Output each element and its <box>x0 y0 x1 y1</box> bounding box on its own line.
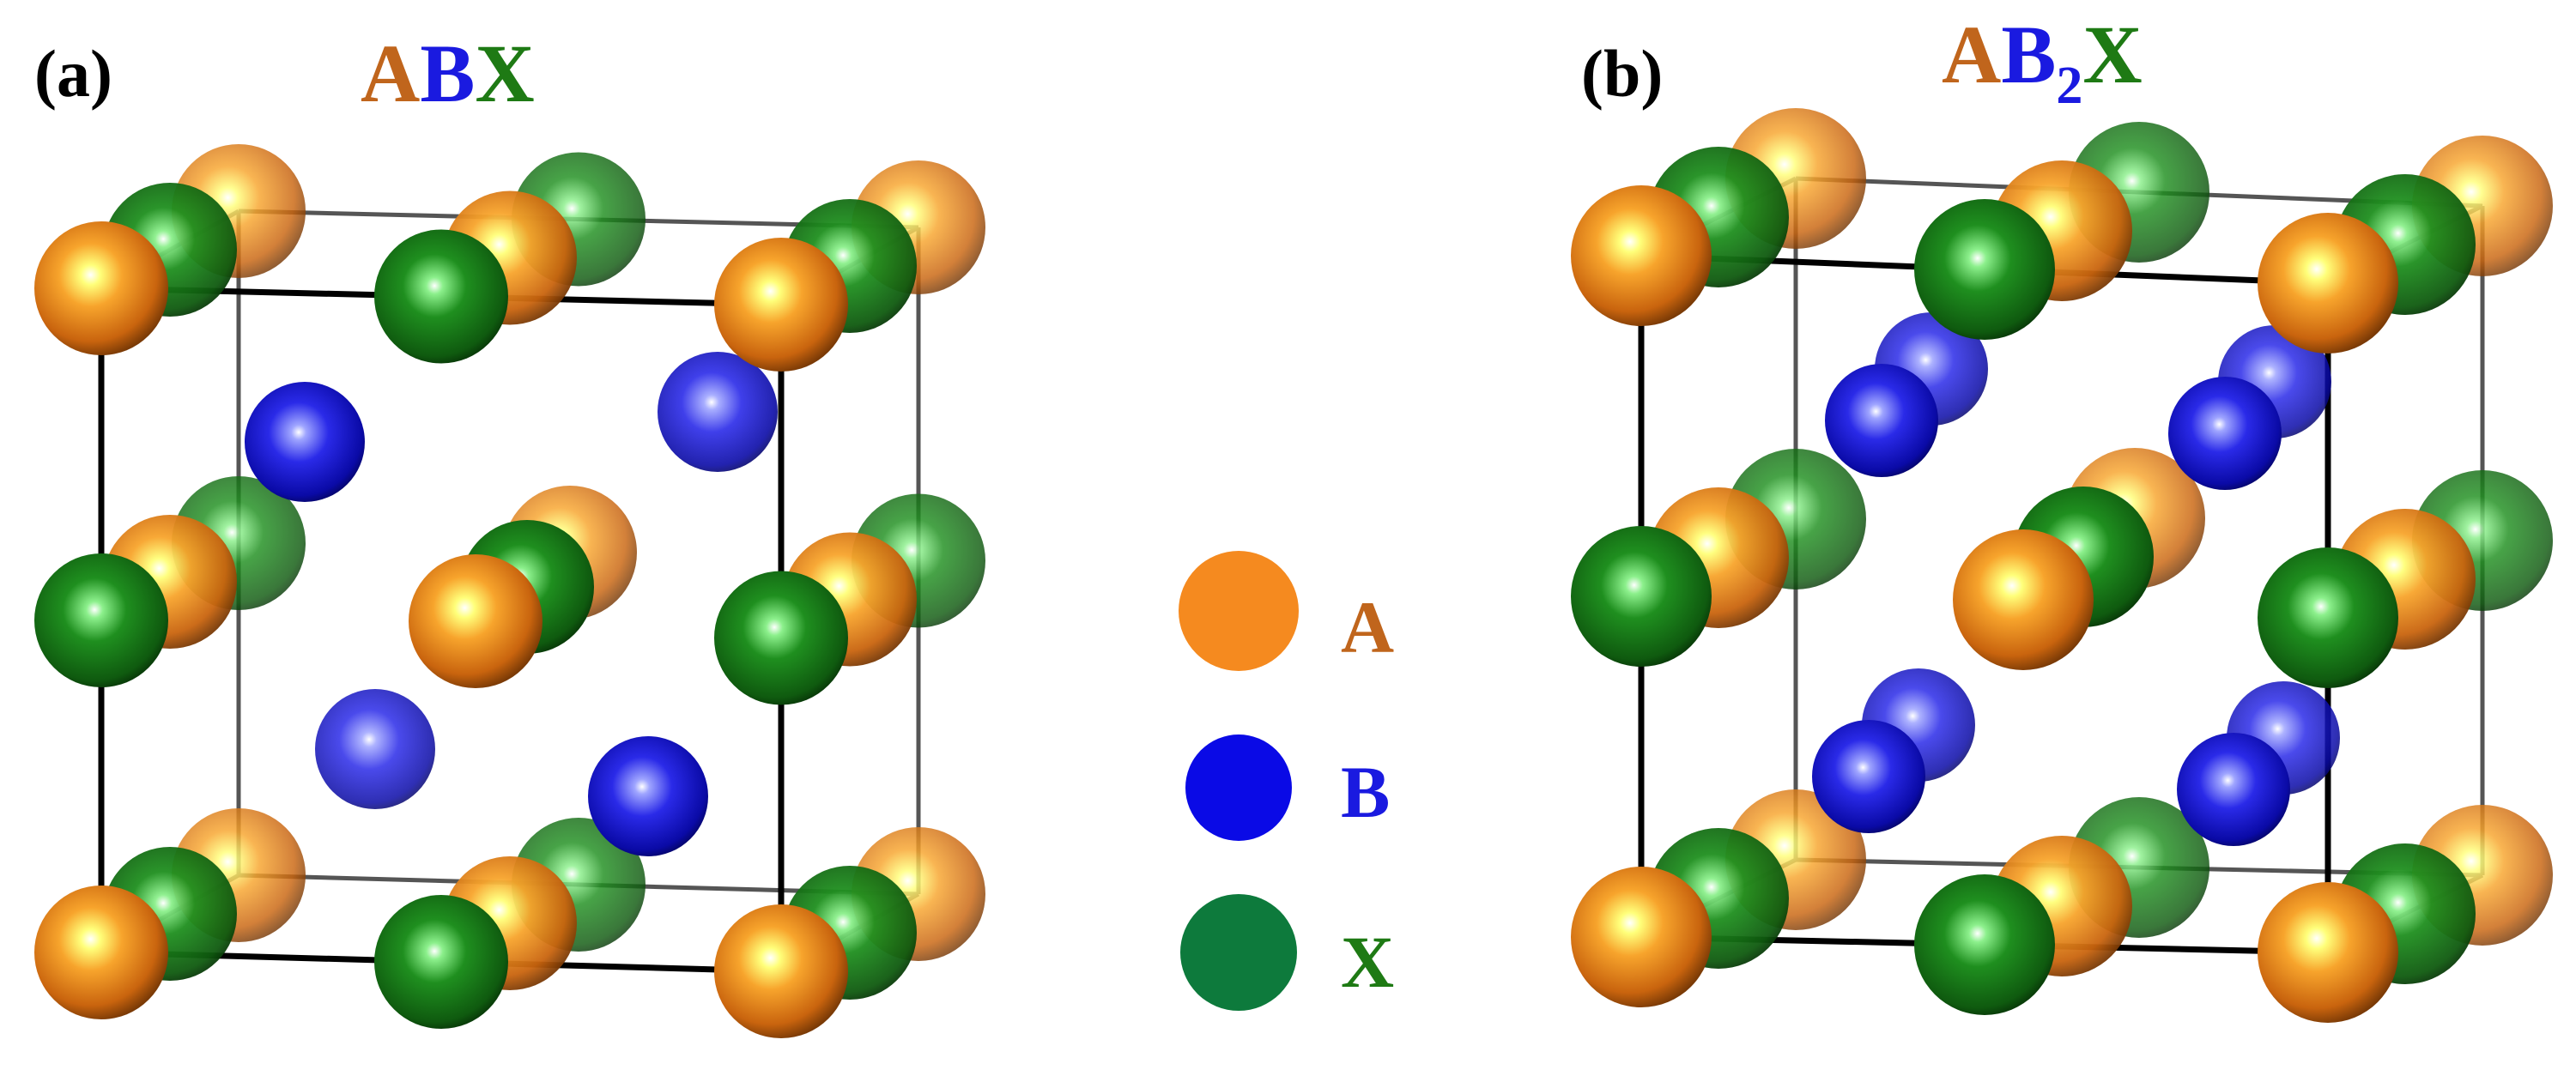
atom-b-a-21 <box>588 736 708 856</box>
atom-b-a-18 <box>245 382 365 502</box>
panel-b-formula: AB2X <box>1942 9 2143 115</box>
formula-b-part-3: X <box>2082 9 2142 100</box>
legend-swatch-x <box>1180 894 1297 1011</box>
legend-swatch-a <box>1179 551 1299 671</box>
atom-x-a-28 <box>374 895 508 1029</box>
atom-b-b-21 <box>2168 377 2282 490</box>
formula-b-part-1: B <box>2001 9 2056 100</box>
atom-a-b-27 <box>1571 185 1712 326</box>
legend-item-b: B <box>1185 734 1390 841</box>
panel-b-label: (b) <box>1581 36 1663 111</box>
atom-x-b-34 <box>1571 526 1712 667</box>
legend-item-a: A <box>1179 551 1394 671</box>
atom-b-b-19 <box>1825 364 1938 477</box>
panel-a-formula: ABX <box>361 27 535 119</box>
atom-b-b-25 <box>2177 733 2290 846</box>
atom-a-a-23 <box>34 221 168 355</box>
atom-a-a-22 <box>409 554 542 688</box>
atom-x-b-32 <box>1914 874 2055 1015</box>
legend-swatch-b <box>1185 734 1292 841</box>
formula-a-part-0: A <box>361 27 420 119</box>
formula-a-part-2: X <box>475 27 534 119</box>
atom-a-b-31 <box>2258 882 2398 1023</box>
atom-b-b-23 <box>1812 720 1925 833</box>
atom-x-b-30 <box>2258 547 2398 688</box>
atom-x-a-24 <box>374 229 508 364</box>
atoms-b <box>1571 108 2553 1023</box>
atom-x-b-28 <box>1914 199 2055 340</box>
atom-a-b-26 <box>1953 529 2094 670</box>
legend-label-b: B <box>1341 751 1390 833</box>
legend-label-a: A <box>1341 586 1394 668</box>
atom-x-a-30 <box>34 553 168 687</box>
atom-b-a-19 <box>658 352 778 472</box>
atom-x-a-26 <box>714 571 848 705</box>
legend-label-x: X <box>1341 921 1394 1003</box>
panel-a-label: (a) <box>34 36 112 111</box>
formula-b-part-2: 2 <box>2056 57 2082 115</box>
formula-b-part-0: A <box>1942 9 2001 100</box>
atom-a-a-25 <box>714 238 848 372</box>
atoms-a <box>34 144 985 1038</box>
panel-b: (b) AB2X <box>1571 9 2553 1023</box>
formula-a-part-1: B <box>420 27 475 119</box>
atom-a-b-33 <box>1571 867 1712 1007</box>
atom-b-a-20 <box>315 689 435 809</box>
legend-item-x: X <box>1180 894 1394 1011</box>
panel-a: (a) ABX <box>34 27 985 1038</box>
atom-a-b-29 <box>2258 213 2398 354</box>
atom-a-a-27 <box>714 904 848 1038</box>
atom-a-a-29 <box>34 886 168 1019</box>
legend: A B X <box>1179 551 1394 1011</box>
